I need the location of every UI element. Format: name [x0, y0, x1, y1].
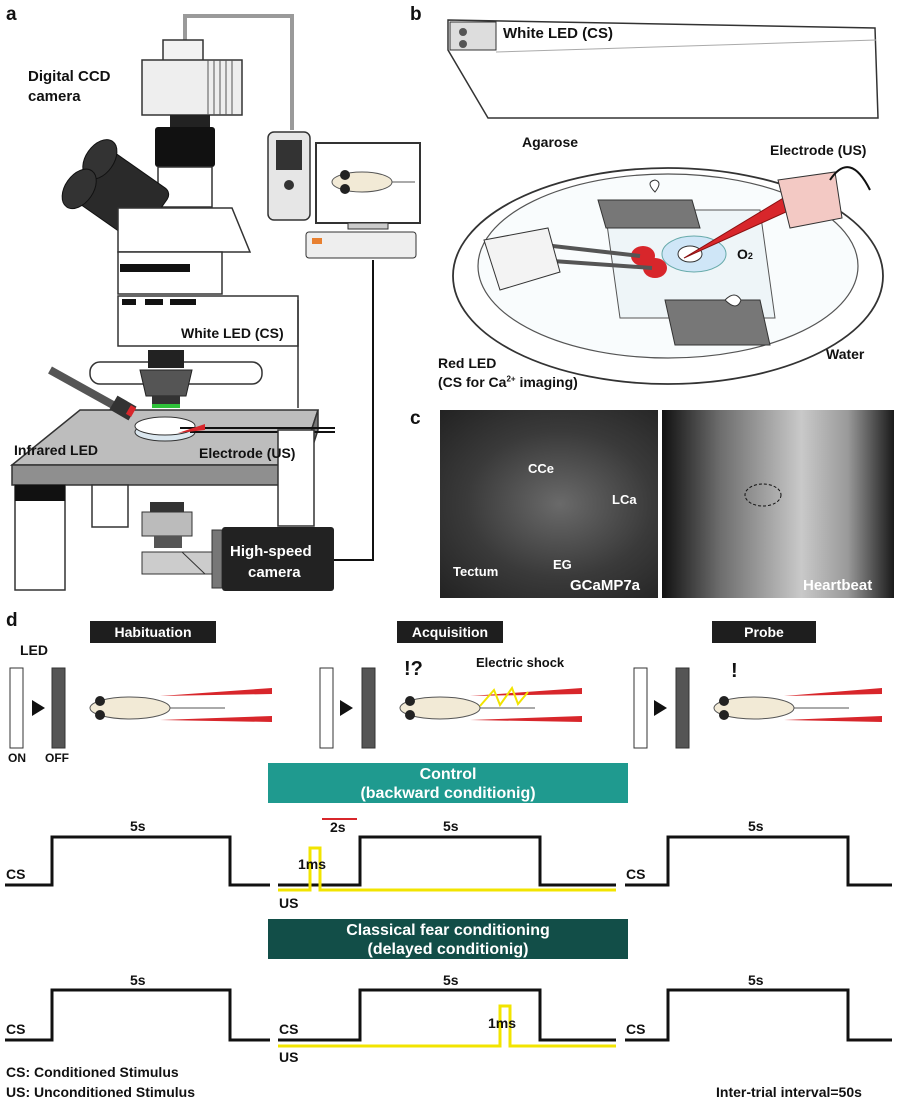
electrode-label-b: Electrode (US): [770, 142, 867, 158]
legend-cs: CS: Conditioned Stimulus: [6, 1064, 179, 1080]
phase-habituation: Habituation: [90, 621, 216, 643]
phase-probe: Probe: [712, 621, 816, 643]
white-led-label-a: White LED (CS): [181, 325, 284, 341]
infrared-led-label: Infrared LED: [14, 442, 99, 458]
led-label: LED: [20, 642, 48, 658]
control-us: US: [279, 895, 299, 911]
white-led-label-b: White LED (CS): [503, 25, 613, 42]
heartbeat-image: [662, 410, 894, 598]
ccd-camera-label-line2: camera: [28, 88, 81, 105]
region-lca: LCa: [612, 492, 637, 507]
fear-probe-5s: 5s: [748, 972, 764, 988]
microscope-head: [117, 207, 252, 253]
water-label: Water: [826, 346, 865, 362]
control-habituation-cs: CS: [6, 866, 26, 882]
control-2s: 2s: [330, 819, 346, 835]
led-pair-probe: [633, 667, 690, 749]
led-on-label: ON: [8, 751, 26, 765]
led-pair-habituation: [9, 667, 66, 749]
control-probe-cs: CS: [626, 866, 646, 882]
surprise-probe: !: [731, 660, 738, 682]
control-title: Control: [419, 766, 477, 783]
fear-us: US: [279, 1049, 299, 1065]
fish-habituation: [89, 688, 272, 722]
panel-label-b: b: [410, 4, 422, 25]
fear-title: Classical fear conditioning: [346, 922, 550, 939]
region-eg: EG: [553, 557, 572, 572]
control-habituation-5s: 5s: [130, 818, 146, 834]
microscope-body: [117, 251, 223, 295]
oxygen-label: O2: [737, 246, 753, 262]
heartbeat-title: Heartbeat: [803, 577, 873, 594]
fear-1ms: 1ms: [488, 1015, 517, 1031]
gcamp-image: [440, 410, 658, 598]
led-pair-acquisition: [319, 667, 376, 749]
led-off-label: OFF: [45, 751, 69, 765]
ccd-mount: [155, 127, 215, 167]
ccd-camera-body: [141, 59, 243, 116]
electrode-label-a: Electrode (US): [199, 445, 296, 461]
ccd-adapter: [170, 115, 210, 127]
control-banner: [268, 763, 628, 803]
control-acquisition-5s: 5s: [443, 818, 459, 834]
control-1ms: 1ms: [298, 856, 327, 872]
panel-label-a: a: [6, 4, 17, 25]
heart-region-marker: [744, 483, 782, 507]
fear-acquisition-5s: 5s: [443, 972, 459, 988]
ccd-camera-label-line1: Digital CCD: [28, 68, 111, 85]
panel-label-c: c: [410, 408, 421, 429]
fear-subtitle: (delayed conditionig): [367, 941, 529, 958]
control-traces: [5, 818, 892, 892]
camera-cable: [183, 14, 294, 130]
fear-probe-cs: CS: [626, 1021, 646, 1037]
fish-probe: [713, 688, 882, 722]
white-led-bar: [447, 19, 879, 119]
control-subtitle: (backward conditionig): [360, 785, 536, 802]
region-tectum: Tectum: [453, 564, 499, 579]
high-speed-label-line1: High-speed: [230, 543, 312, 560]
panel-label-d: d: [6, 610, 18, 631]
high-speed-camera: [222, 527, 334, 591]
legend-us: US: Unconditioned Stimulus: [6, 1084, 195, 1100]
pc-base: [305, 231, 417, 259]
red-led-label-line1: Red LED: [438, 355, 497, 371]
electric-shock-label: Electric shock: [476, 655, 565, 670]
fear-banner: [268, 919, 628, 959]
inter-trial-interval: Inter-trial interval=50s: [716, 1084, 862, 1100]
phase-acquisition: Acquisition: [397, 621, 503, 643]
fish-acquisition: [399, 685, 582, 722]
region-cce: CCe: [528, 461, 555, 476]
surprise-acquisition: !?: [404, 658, 423, 680]
fear-habituation-5s: 5s: [130, 972, 146, 988]
agarose-label: Agarose: [522, 134, 579, 150]
high-speed-label-line2: camera: [248, 564, 301, 581]
control-probe-5s: 5s: [748, 818, 764, 834]
red-led-label-line2: (CS for Ca2+ imaging): [438, 374, 578, 390]
gcamp-title: GCaMP7a: [570, 577, 641, 594]
fear-acquisition-cs: CS: [279, 1021, 299, 1037]
fear-habituation-cs: CS: [6, 1021, 26, 1037]
fear-traces: [5, 988, 892, 1048]
